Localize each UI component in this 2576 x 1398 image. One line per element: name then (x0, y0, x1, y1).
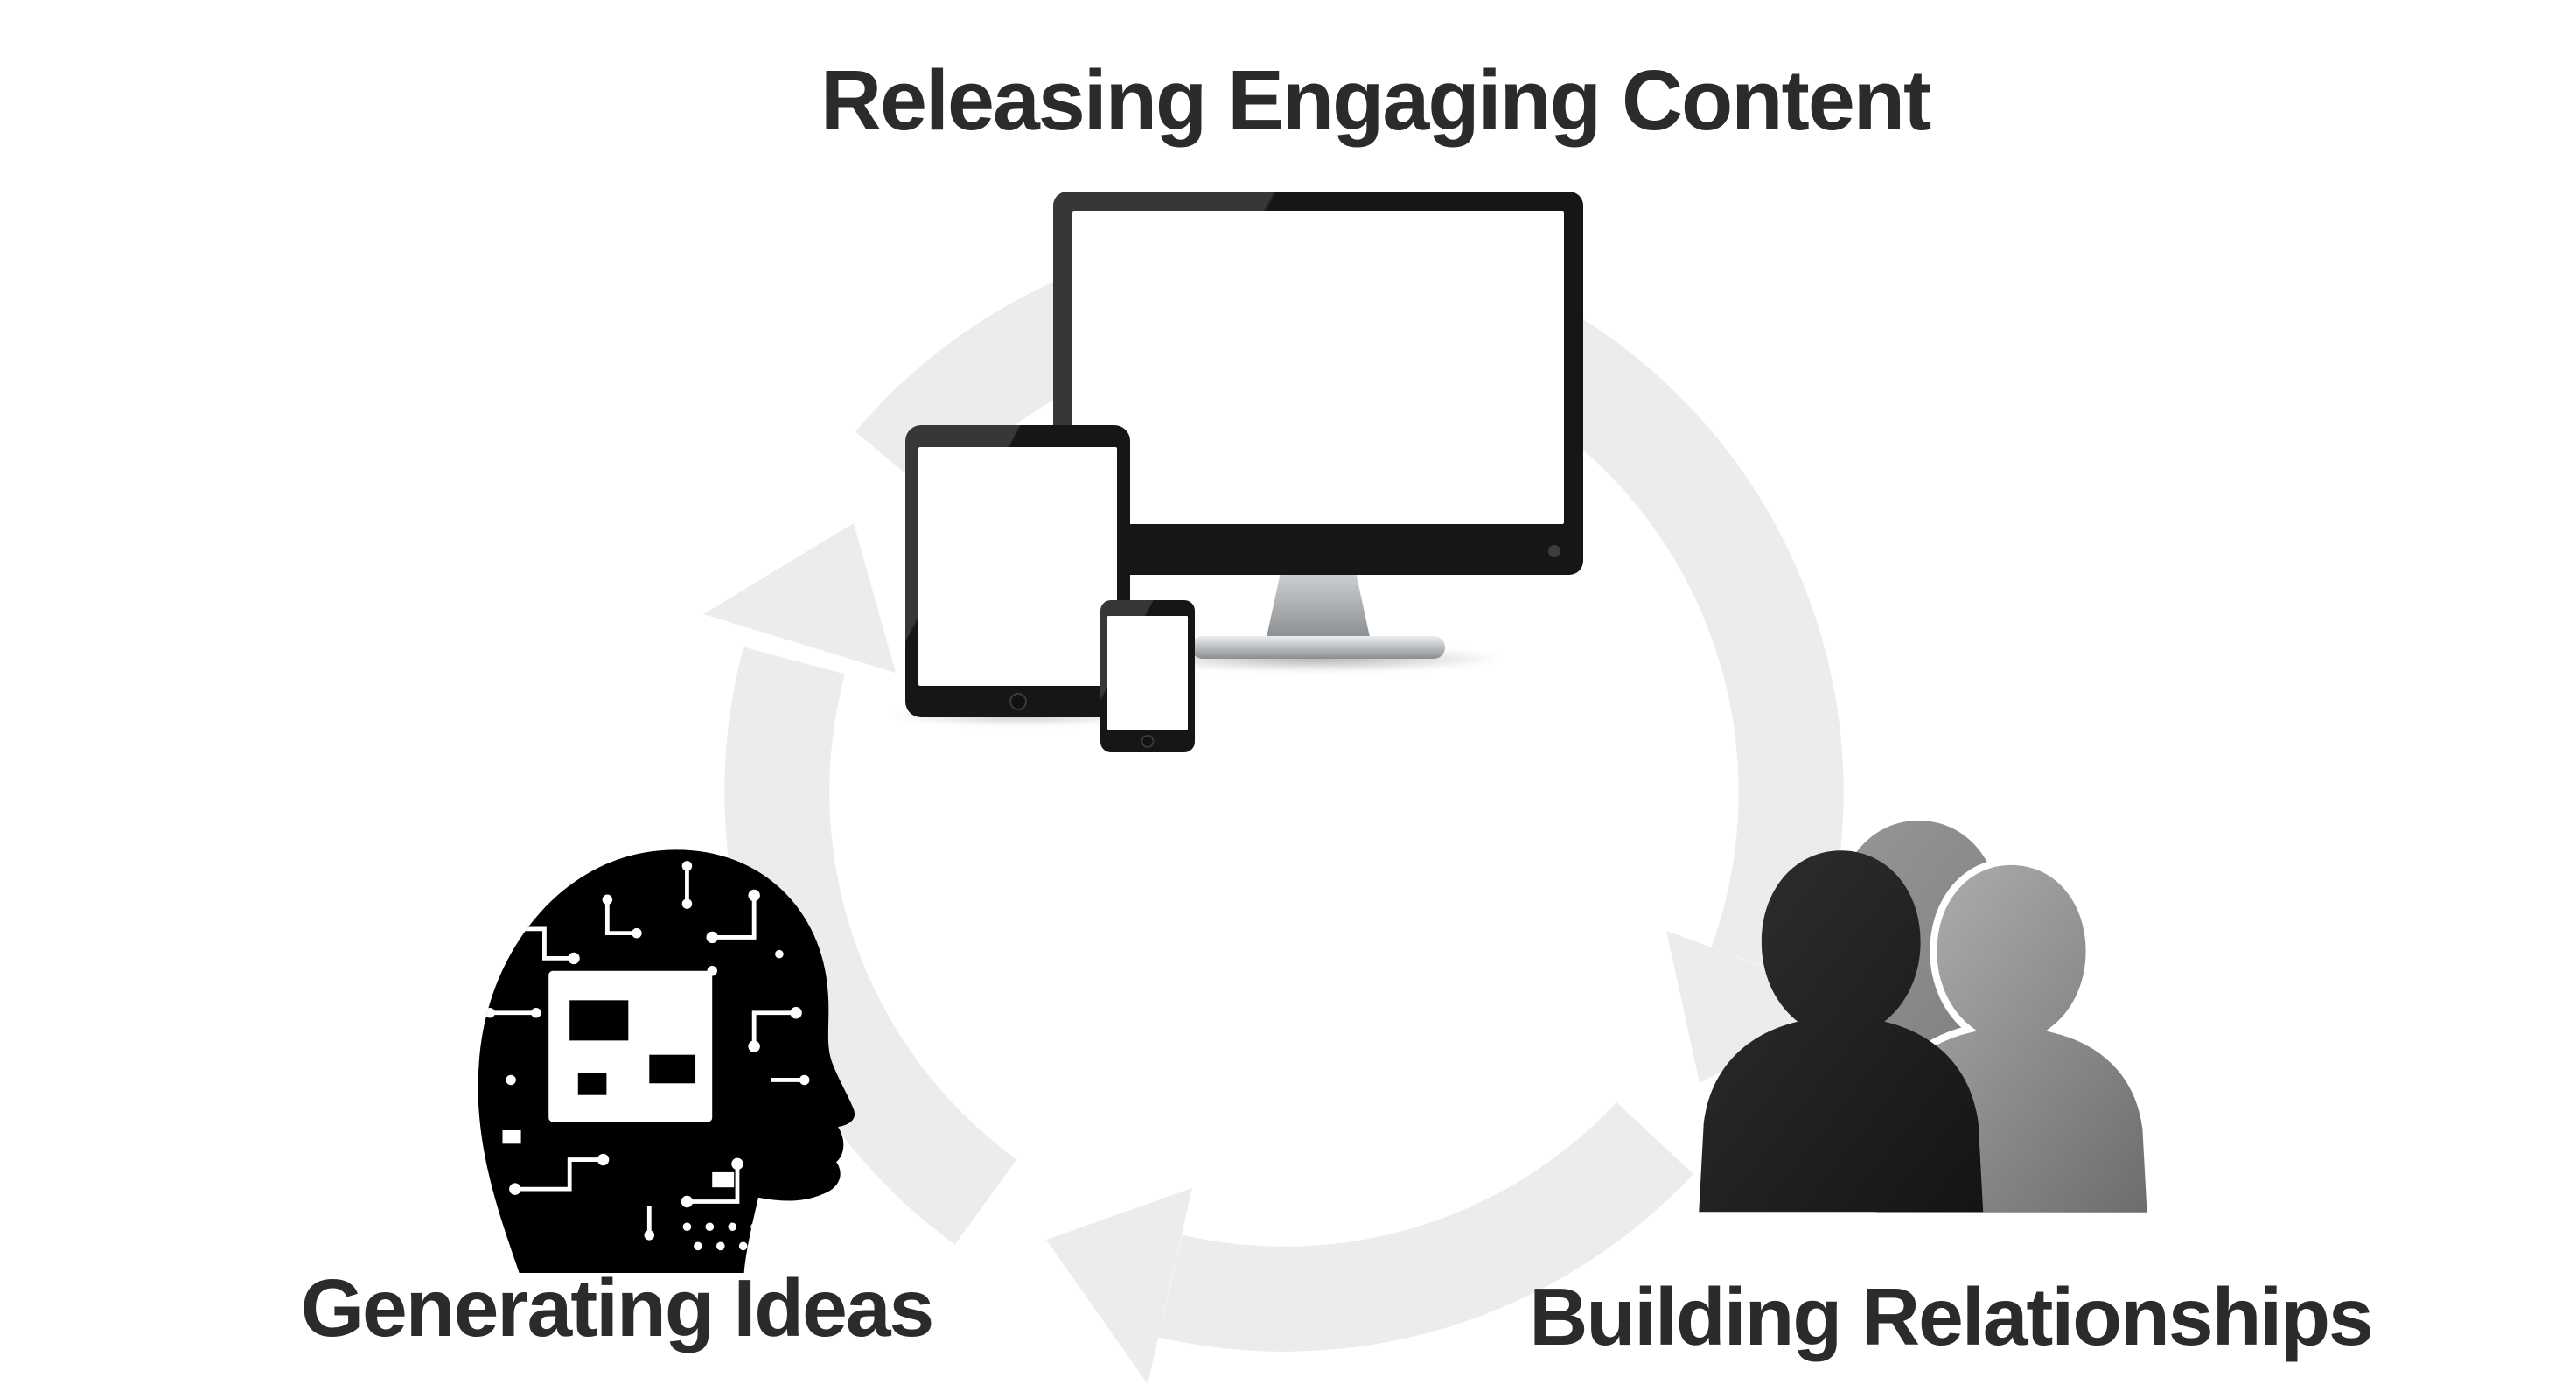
monitor-gloss (1053, 192, 1583, 575)
tablet-home-button (1009, 693, 1027, 710)
smartphone-screen (1107, 616, 1188, 730)
cycle-arrowhead-right (1666, 931, 1855, 1083)
label-building-relationships: Building Relationships (1529, 1271, 2374, 1362)
smartphone-home-button (1141, 735, 1155, 748)
people-silhouettes-icon (1699, 821, 2165, 1222)
cycle-arrowhead-left (703, 523, 896, 673)
tablet-screen (918, 447, 1117, 686)
cycle-arrowhead-bottom (1046, 1188, 1192, 1384)
cycle-arc-right (1158, 1101, 1693, 1352)
tablet-gloss (905, 425, 1130, 717)
circuit-head-icon (478, 849, 855, 1273)
monitor-icon (1053, 192, 1583, 575)
monitor-stand-neck (1266, 573, 1371, 641)
label-generating-ideas: Generating Ideas (300, 1262, 935, 1353)
monitor-screen (1072, 211, 1564, 524)
monitor-power-dot (1548, 545, 1560, 557)
tablet-icon (905, 425, 1130, 717)
smartphone-gloss (1100, 600, 1195, 752)
monitor-stand-base (1191, 636, 1445, 659)
label-releasing-engaging-content: Releasing Engaging Content (820, 52, 1931, 148)
smartphone-icon (1100, 600, 1195, 752)
